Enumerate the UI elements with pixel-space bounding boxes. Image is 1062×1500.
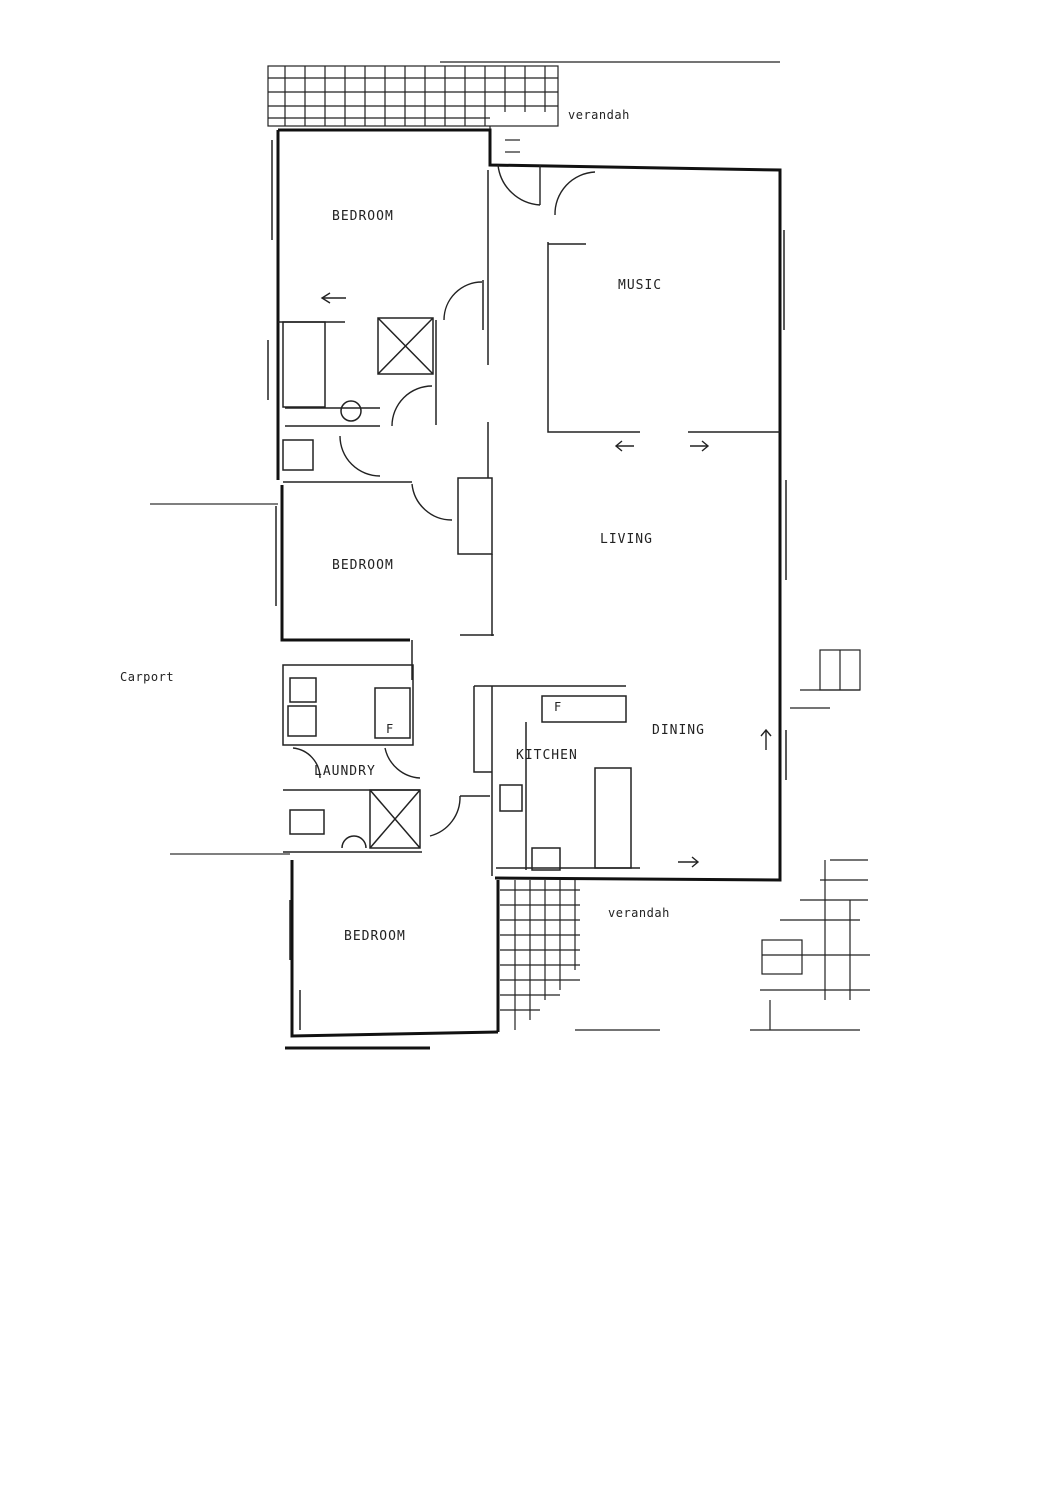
- laundry-label: LAUNDRY: [314, 764, 376, 779]
- kitchen-label: KITCHEN: [516, 748, 578, 763]
- living-label: LIVING: [600, 532, 653, 547]
- bedroom-2-label: BEDROOM: [332, 558, 394, 573]
- veranda-top-label: verandah: [568, 108, 630, 122]
- veranda-top-hatch: [267, 61, 780, 160]
- bedroom-3-label: BEDROOM: [344, 929, 406, 944]
- carport-lines: [150, 503, 290, 855]
- outer-walls: [276, 128, 782, 1050]
- veranda-bottom-hatch: [500, 649, 870, 1031]
- windows: [267, 140, 787, 1030]
- dining-label: DINING: [652, 723, 705, 738]
- arrows: [320, 292, 772, 868]
- carport-label: Carport: [120, 670, 175, 684]
- door-swings: [292, 164, 596, 837]
- interior-walls: [278, 170, 780, 876]
- veranda-bottom-label: verandah: [608, 906, 670, 920]
- fridge-label: F: [554, 700, 562, 714]
- fridge-laundry-label: F: [386, 722, 394, 736]
- bedroom-1-label: BEDROOM: [332, 209, 394, 224]
- music-label: MUSIC: [618, 278, 663, 293]
